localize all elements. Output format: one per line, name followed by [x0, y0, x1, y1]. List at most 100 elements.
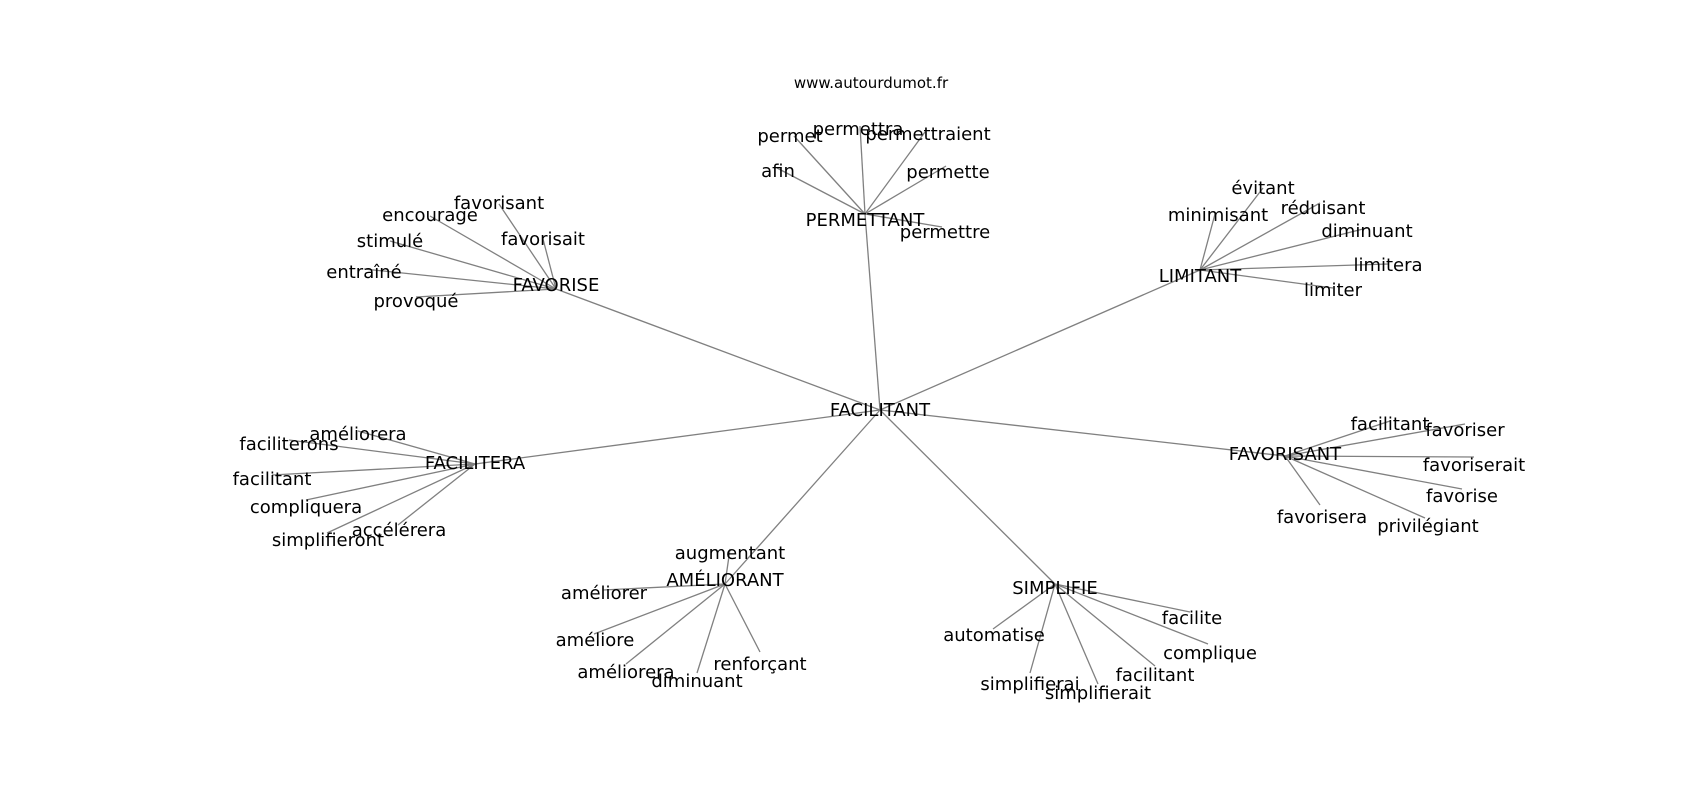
hub-to-word-edge — [271, 463, 476, 476]
hub-to-word-edge — [1199, 202, 1321, 271]
word-node-label: complique — [1163, 643, 1257, 664]
word-node-label: augmentant — [675, 543, 785, 564]
hub-to-word-edge — [724, 583, 761, 653]
hub-to-word-edge — [305, 463, 476, 501]
word-node-label: facilitant — [1116, 665, 1195, 686]
word-node-label: favorisait — [501, 229, 585, 250]
word-node-label: favoriserait — [1423, 455, 1525, 476]
hub-to-word-edge — [415, 288, 557, 298]
word-node-label: réduisant — [1281, 198, 1366, 219]
word-node-label: permettra — [813, 119, 904, 140]
hub-to-word-edge — [1054, 583, 1209, 645]
word-node-label: permettraient — [865, 124, 990, 145]
word-node-label: favoriser — [1425, 420, 1505, 441]
center-to-hub-edge — [879, 409, 1056, 585]
hub-node-label: SIMPLIFIE — [1012, 578, 1098, 599]
hub-to-word-edge — [593, 583, 726, 635]
hub-node-label: PERMETTANT — [806, 210, 926, 231]
word-node-label: permet — [757, 126, 822, 147]
center-to-hub-edge — [474, 409, 881, 465]
hub-node-label: FACILITERA — [425, 453, 526, 474]
hub-to-word-edge — [498, 203, 557, 290]
word-node-label: favorisera — [1277, 507, 1367, 528]
word-node-label: améliorera — [309, 424, 406, 445]
hub-to-word-edge — [992, 583, 1056, 630]
hub-to-word-edge — [1054, 583, 1191, 613]
watermark-text: www.autourdumot.fr — [794, 74, 949, 92]
word-node-label: minimisant — [1168, 205, 1268, 226]
hub-to-word-edge — [696, 583, 726, 674]
word-node-label: provoqué — [373, 291, 458, 312]
hub-to-word-edge — [1199, 263, 1389, 271]
word-node-label: diminuant — [1321, 221, 1412, 242]
hub-to-word-edge — [1284, 420, 1391, 457]
center-to-hub-edge — [724, 409, 881, 585]
word-node-label: limitera — [1353, 255, 1422, 276]
hub-to-word-edge — [1029, 583, 1056, 674]
hub-to-word-edge — [1054, 583, 1099, 685]
graph-edges — [271, 125, 1475, 685]
word-node-label: automatise — [943, 625, 1045, 646]
hub-to-word-edge — [1199, 187, 1264, 271]
hub-to-word-edge — [1199, 227, 1368, 271]
hub-to-word-edge — [357, 430, 476, 465]
center-to-hub-edge — [555, 288, 881, 411]
hub-to-word-edge — [602, 583, 726, 591]
word-node-label: améliore — [556, 630, 635, 651]
hub-to-word-edge — [389, 240, 557, 290]
hub-to-word-edge — [1284, 455, 1321, 506]
hub-to-word-edge — [397, 463, 476, 526]
hub-node-label: FAVORISANT — [1229, 444, 1342, 465]
hub-to-word-edge — [776, 167, 866, 215]
center-to-hub-edge — [879, 409, 1286, 457]
word-node-label: évitant — [1231, 178, 1294, 199]
word-node-label: encourage — [382, 205, 478, 226]
hub-to-word-edge — [864, 165, 947, 215]
word-node-label: facilitant — [1351, 414, 1430, 435]
hub-to-word-edge — [859, 125, 866, 215]
word-node-label: afin — [761, 161, 795, 182]
hub-node-label: AMÉLIORANT — [666, 569, 784, 591]
word-node-label: favorisant — [454, 193, 544, 214]
word-node-label: simplifierai — [980, 674, 1079, 695]
hub-to-word-edge — [1284, 423, 1466, 457]
word-node-label: permettre — [900, 222, 990, 243]
hub-to-word-edge — [542, 238, 557, 290]
hub-to-word-edge — [1284, 455, 1475, 458]
hub-to-word-edge — [288, 439, 476, 465]
word-node-label: améliorer — [561, 583, 648, 604]
hub-to-word-edge — [724, 548, 731, 585]
hub-to-word-edge — [1054, 583, 1156, 667]
hub-to-word-edge — [1284, 455, 1463, 490]
hub-to-word-edge — [326, 463, 476, 534]
center-to-hub-edge — [864, 213, 881, 411]
hub-to-word-edge — [1284, 455, 1426, 519]
hub-to-word-edge — [429, 215, 557, 290]
word-node-label: facilite — [1162, 608, 1222, 629]
word-node-label: renforçant — [713, 654, 806, 675]
word-node-label: accélérera — [352, 520, 446, 541]
word-node-label: simplifierait — [1045, 683, 1151, 704]
word-node-label: compliquera — [250, 497, 362, 518]
word-node-label: limiter — [1304, 280, 1363, 301]
word-node-label: permette — [906, 162, 989, 183]
center-to-hub-edge — [879, 269, 1201, 411]
word-node-label: stimulé — [357, 231, 423, 252]
hub-to-word-edge — [363, 268, 557, 290]
word-node-label: entraîné — [326, 262, 401, 283]
hub-to-word-edge — [864, 131, 926, 215]
hub-node-label: FAVORISE — [513, 275, 600, 296]
hub-to-word-edge — [1199, 213, 1216, 271]
word-node-label: diminuant — [651, 671, 742, 692]
hub-to-word-edge — [864, 213, 943, 228]
hub-to-word-edge — [793, 135, 866, 215]
word-node-label: privilégiant — [1377, 516, 1478, 537]
word-node-label: simplifieront — [272, 530, 384, 551]
hub-to-word-edge — [1199, 269, 1334, 289]
hub-to-word-edge — [625, 583, 726, 665]
center-node-label: FACILITANT — [830, 400, 931, 421]
word-node-label: améliorera — [577, 662, 674, 683]
hub-node-label: LIMITANT — [1159, 266, 1243, 287]
